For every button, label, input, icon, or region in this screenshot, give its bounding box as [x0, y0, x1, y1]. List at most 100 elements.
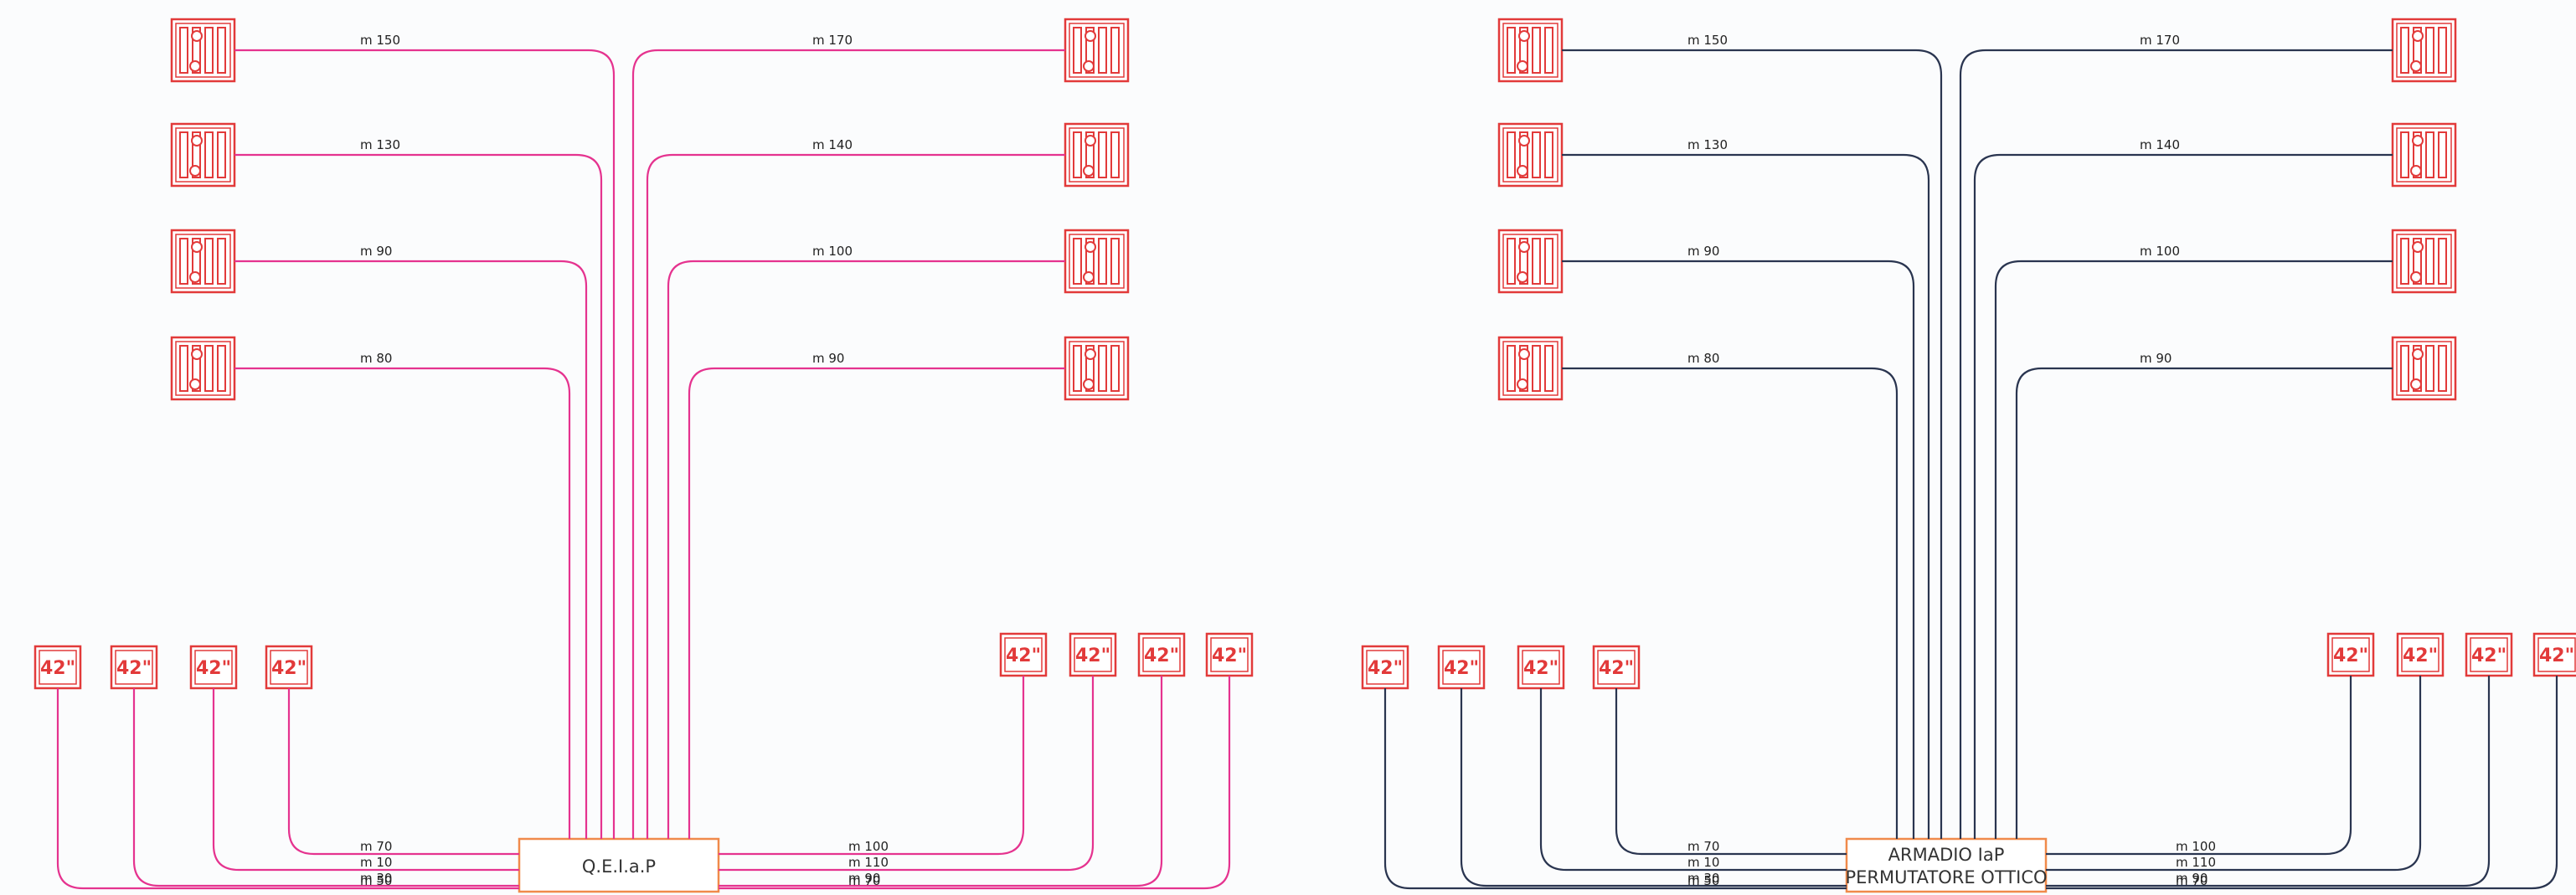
device-top-left-4	[1497, 336, 1564, 401]
cable-bottom-right-4	[719, 676, 1231, 890]
screen-bottom-left-2: 42"	[110, 645, 158, 690]
device-top-left-2	[170, 122, 236, 188]
cable-length-label: m 90	[848, 871, 880, 886]
cable-bottom-right-1	[719, 676, 1025, 856]
cable-top-right-4	[688, 367, 1065, 839]
screen-label: 42"	[40, 658, 75, 679]
cable-length-label: m 130	[1687, 137, 1728, 152]
cable-bottom-right-2	[719, 676, 1095, 872]
cable-length-label: m 150	[1687, 33, 1728, 48]
box-label: Q.E.I.a.P	[582, 856, 656, 877]
cable-bottom-left-2	[212, 688, 519, 872]
cable-length-label: m 80	[360, 351, 392, 366]
device-top-right-3	[1064, 229, 1130, 294]
cable-length-label: m 170	[2140, 33, 2180, 48]
cable-bottom-right-3	[2046, 676, 2491, 887]
screen-label: 42"	[1212, 646, 1247, 666]
cable-length-label: m 80	[1687, 351, 1719, 366]
cable-bottom-left-1	[287, 688, 519, 856]
screen-label: 42"	[2403, 646, 2438, 666]
cable-top-right-1	[631, 49, 1065, 839]
screen-bottom-left-2: 42"	[1437, 645, 1486, 690]
screen-label: 42"	[1075, 646, 1110, 666]
screen-label: 42"	[1006, 646, 1041, 666]
device-top-right-4	[1064, 336, 1130, 401]
cable-bottom-left-1	[1615, 688, 1847, 856]
cable-bottom-right-2	[2046, 676, 2422, 872]
cable-length-label: m 10	[1687, 855, 1719, 870]
screen-label: 42"	[2471, 646, 2506, 666]
cable-length-label: m 70	[360, 839, 392, 854]
screen-label: 42"	[1444, 658, 1479, 679]
screen-bottom-left-1: 42"	[1361, 645, 1409, 690]
device-top-left-1	[170, 18, 236, 83]
screen-bottom-right-4: 42"	[1205, 632, 1254, 677]
diagram-left: Q.E.I.a.P m 150 m 170 m 130 m 140 m 90 m 100 m …	[33, 18, 1254, 893]
device-top-left-2	[1497, 122, 1564, 188]
device-top-left-4	[170, 336, 236, 401]
cable-bottom-left-3	[132, 688, 519, 887]
cable-top-left-3	[234, 260, 588, 839]
device-top-left-1	[1497, 18, 1564, 83]
box-label: ARMADIO IaP	[1888, 845, 2005, 865]
screen-label: 42"	[1599, 658, 1634, 679]
cable-length-label: m 140	[2140, 137, 2180, 152]
screen-label: 42"	[2333, 646, 2368, 666]
cable-top-right-2	[646, 153, 1065, 839]
screen-label: 42"	[1523, 658, 1558, 679]
cable-bottom-left-2	[1539, 688, 1847, 872]
cable-top-left-1	[1562, 49, 1943, 839]
device-top-left-3	[1497, 229, 1564, 294]
cable-length-label: m 100	[2140, 244, 2180, 259]
device-top-right-1	[1064, 18, 1130, 83]
screen-bottom-right-3: 42"	[1137, 632, 1186, 677]
cable-length-label: m 170	[812, 33, 853, 48]
cable-length-label: m 140	[812, 137, 853, 152]
distribution-box: Q.E.I.a.P	[518, 837, 720, 893]
cable-top-right-4	[2015, 367, 2393, 839]
screen-bottom-left-4: 42"	[265, 645, 313, 690]
cable-top-left-2	[1562, 153, 1930, 839]
screen-label: 42"	[271, 658, 307, 679]
cable-bottom-right-1	[2046, 676, 2352, 856]
screen-label: 42"	[1144, 646, 1179, 666]
box-label: PERMUTATORE OTTICO	[1845, 867, 2047, 887]
cable-top-right-1	[1959, 49, 2393, 839]
cable-top-left-3	[1562, 260, 1915, 839]
cable-bottom-right-3	[719, 676, 1163, 887]
cable-length-label: m 90	[360, 244, 392, 259]
cable-length-label: m 90	[2140, 351, 2172, 366]
device-top-right-3	[2391, 229, 2457, 294]
cable-bottom-right-4	[2046, 676, 2558, 890]
screen-bottom-right-2: 42"	[1069, 632, 1117, 677]
screen-bottom-right-3: 42"	[2465, 632, 2513, 677]
cable-length-label: m 50	[360, 873, 392, 888]
cable-length-label: m 30	[1687, 871, 1719, 886]
screen-label: 42"	[2539, 646, 2574, 666]
cable-length-label: m 90	[2176, 871, 2208, 886]
device-top-right-2	[2391, 122, 2457, 188]
cable-top-right-2	[1973, 153, 2393, 839]
cable-length-label: m 90	[1687, 244, 1719, 259]
screen-bottom-left-3: 42"	[1517, 645, 1565, 690]
screen-bottom-left-1: 42"	[33, 645, 82, 690]
cable-length-label: m 150	[360, 33, 400, 48]
cable-bottom-left-4	[56, 688, 519, 890]
cable-bottom-left-3	[1460, 688, 1847, 887]
screen-bottom-right-2: 42"	[2396, 632, 2445, 677]
cable-top-right-3	[1994, 260, 2393, 839]
screen-label: 42"	[196, 658, 231, 679]
cable-length-label: m 130	[360, 137, 400, 152]
cable-length-label: m 70	[2176, 873, 2208, 888]
cable-top-left-1	[234, 49, 616, 839]
cable-length-label: m 100	[812, 244, 853, 259]
screen-label: 42"	[1368, 658, 1403, 679]
device-top-right-4	[2391, 336, 2457, 401]
screen-bottom-left-3: 42"	[189, 645, 238, 690]
cable-length-label: m 70	[848, 873, 880, 888]
cable-length-label: m 100	[848, 839, 889, 854]
device-top-right-1	[2391, 18, 2457, 83]
cable-length-label: m 110	[2176, 855, 2216, 870]
cable-length-label: m 90	[812, 351, 844, 366]
cable-top-left-4	[1562, 367, 1899, 839]
